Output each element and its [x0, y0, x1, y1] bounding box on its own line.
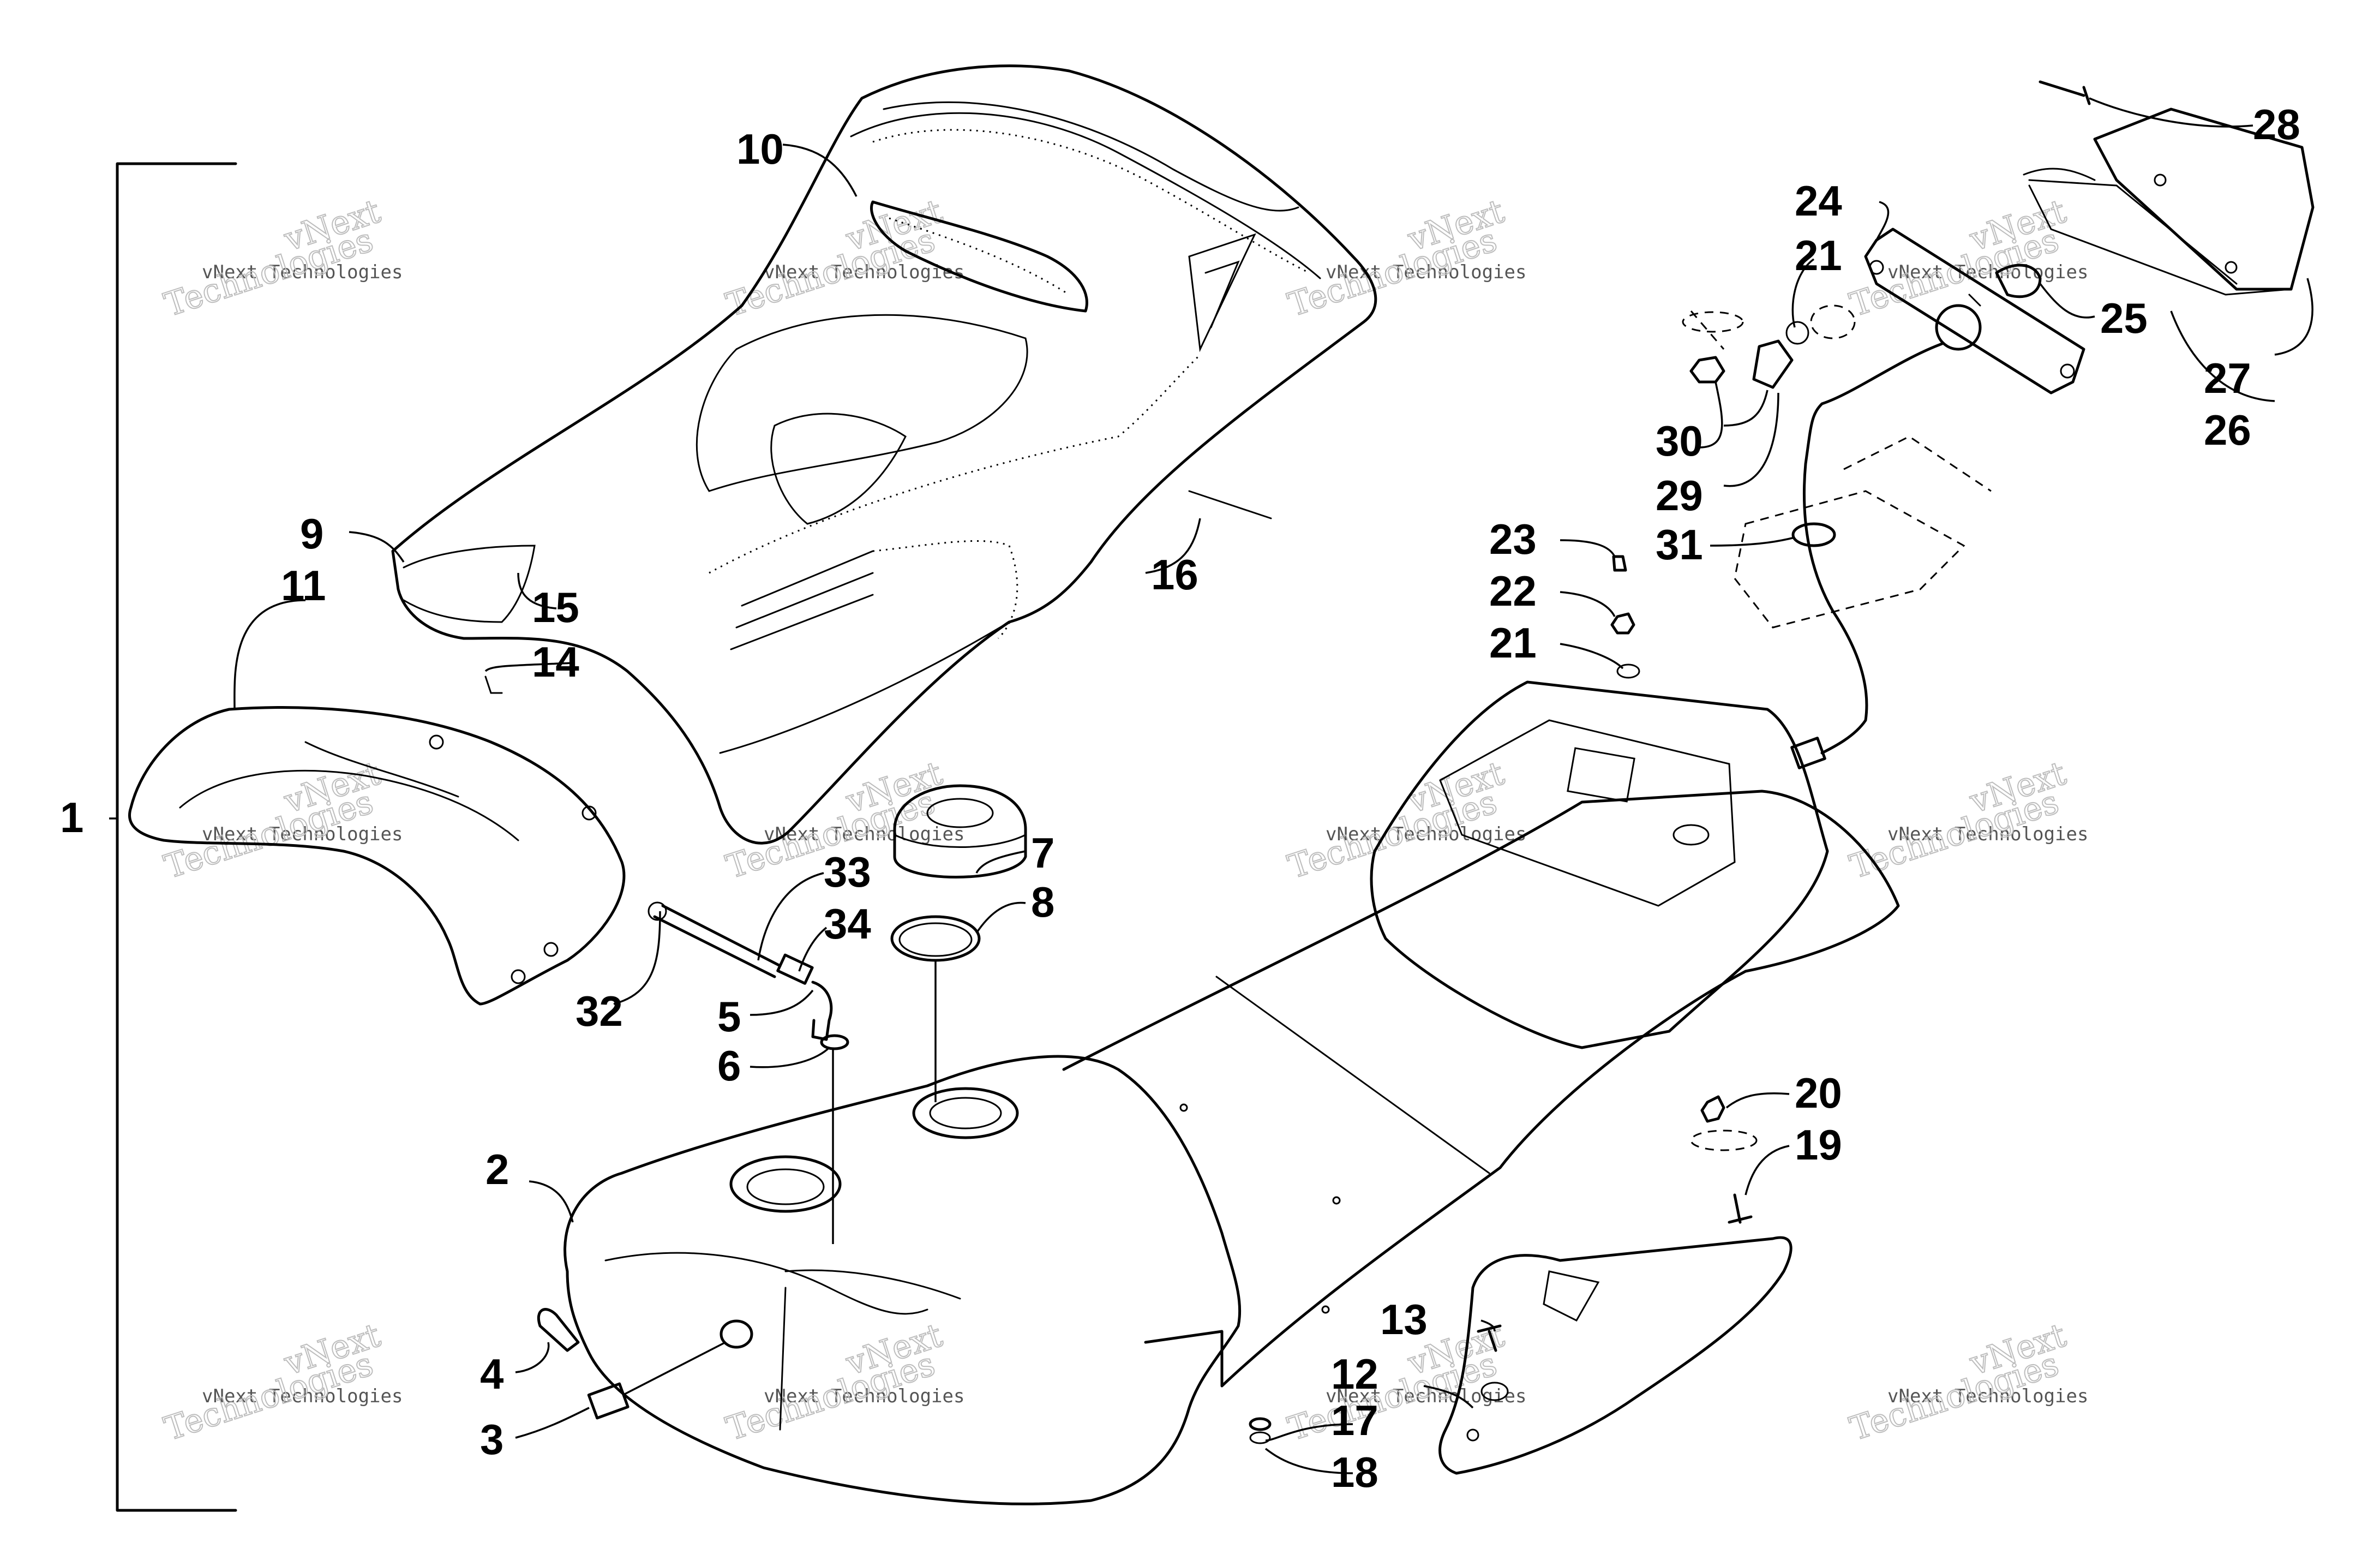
callout-25: 25 — [2100, 294, 2148, 342]
callout-14: 14 — [532, 638, 579, 686]
callout-23: 23 — [1489, 515, 1537, 563]
watermark-caption-3: vNext Technologies — [1887, 261, 2088, 283]
callout-11: 11 — [281, 561, 326, 609]
callout-31: 31 — [1656, 521, 1703, 569]
watermark-caption-7: vNext Technologies — [1887, 823, 2088, 845]
fuel-cap — [893, 784, 1027, 878]
seat-pan — [1062, 680, 1900, 1388]
watermark-caption-10: vNext Technologies — [1326, 1385, 1526, 1407]
snow-flap — [1438, 1236, 1793, 1475]
callout-8: 8 — [1031, 878, 1054, 926]
callout-9: 9 — [300, 510, 323, 558]
watermark-caption-8: vNext Technologies — [202, 1385, 403, 1407]
hose-clamp — [537, 1308, 580, 1352]
callout-20: 20 — [1795, 1069, 1842, 1117]
callout-labels: 1 2 3 4 5 6 7 8 9 10 11 12 13 14 15 16 1… — [60, 100, 2300, 1496]
vent-hose — [648, 901, 849, 1244]
callout-29: 29 — [1656, 471, 1703, 519]
callout-18: 18 — [1331, 1448, 1378, 1496]
callout-10: 10 — [736, 125, 784, 173]
callout-34: 34 — [824, 900, 871, 948]
callout-26: 26 — [2204, 406, 2251, 454]
callout-27: 27 — [2204, 354, 2251, 402]
callout-5: 5 — [717, 993, 741, 1041]
callout-32: 32 — [575, 987, 623, 1035]
seat — [391, 64, 1377, 845]
callout-30: 30 — [1656, 417, 1703, 465]
callout-13: 13 — [1380, 1295, 1428, 1343]
callout-2: 2 — [485, 1145, 509, 1193]
callout-22: 22 — [1489, 567, 1537, 615]
watermark-caption-11: vNext Technologies — [1887, 1385, 2088, 1407]
assembly-bracket — [116, 162, 237, 1512]
leader-lines — [233, 97, 2313, 1474]
watermark-caption-0: vNext Technologies — [202, 261, 403, 283]
tail-light-assembly — [1682, 80, 2315, 769]
callout-12: 12 — [1331, 1350, 1378, 1398]
callout-6: 6 — [717, 1042, 741, 1090]
callout-16: 16 — [1151, 551, 1198, 599]
watermark-caption-9: vNext Technologies — [764, 1385, 964, 1407]
callout-28: 28 — [2253, 100, 2300, 148]
watermark-caption-4: vNext Technologies — [202, 823, 403, 845]
callout-3: 3 — [480, 1415, 503, 1463]
watermark-caption-6: vNext Technologies — [1326, 823, 1526, 845]
fuel-tank — [563, 1055, 1242, 1505]
callout-19: 19 — [1795, 1121, 1842, 1169]
callout-24: 24 — [1795, 177, 1842, 225]
callout-1: 1 — [60, 793, 83, 841]
tail-cover — [128, 706, 626, 1006]
hardware — [1249, 555, 1758, 1444]
callout-17: 17 — [1331, 1396, 1378, 1444]
callout-7: 7 — [1031, 829, 1054, 877]
callout-21-tail: 21 — [1795, 231, 1842, 279]
callout-21-battery: 21 — [1489, 619, 1537, 667]
callout-33: 33 — [824, 848, 871, 896]
callout-4: 4 — [480, 1350, 503, 1398]
callout-15: 15 — [532, 583, 579, 631]
watermark-caption-5: vNext Technologies — [764, 823, 964, 845]
watermark-caption-1: vNext Technologies — [764, 261, 964, 283]
drain-plug — [587, 1341, 726, 1420]
